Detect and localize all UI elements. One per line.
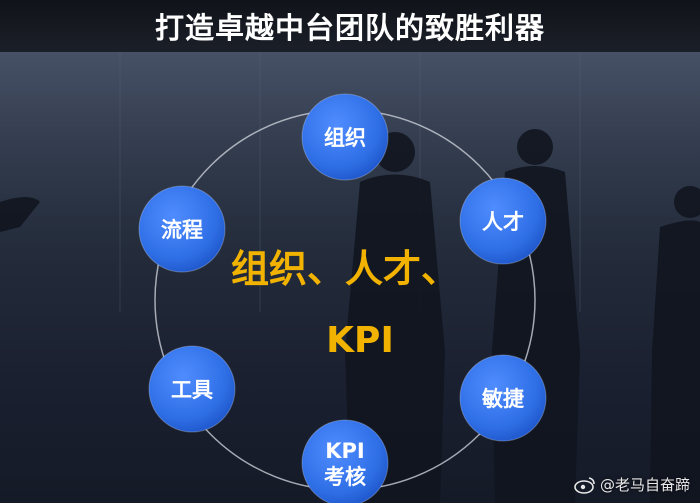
node-agile: 敏捷 [459, 354, 547, 442]
node-agile-disc [459, 354, 547, 442]
node-process: 流程 [138, 185, 226, 273]
center-text-line1: 组织、人才、 [231, 247, 459, 291]
node-kpi-label: 考核 [324, 465, 366, 489]
node-talent-disc [459, 177, 547, 265]
node-kpi-label: KPI [325, 439, 364, 463]
node-org-label: 组织 [324, 126, 366, 150]
title-bar: 打造卓越中台团队的致胜利器 [0, 0, 700, 52]
node-tools-label: 工具 [171, 378, 213, 402]
weibo-icon [574, 476, 595, 494]
watermark: @老马自奋蹄 [574, 474, 690, 495]
node-process-disc [138, 185, 226, 273]
center-text-line2: KPI [326, 320, 394, 361]
node-talent: 人才 [459, 177, 547, 265]
node-kpi-disc [301, 419, 389, 503]
node-org-disc [301, 93, 389, 181]
node-talent-label: 人才 [482, 210, 524, 234]
node-agile-label: 敏捷 [481, 387, 524, 411]
watermark-text: @老马自奋蹄 [599, 476, 690, 494]
node-process-label: 流程 [161, 218, 203, 242]
node-org: 组织 [301, 93, 389, 181]
page-title: 打造卓越中台团队的致胜利器 [154, 11, 545, 45]
node-tools: 工具 [148, 345, 236, 433]
node-tools-disc [148, 345, 236, 433]
